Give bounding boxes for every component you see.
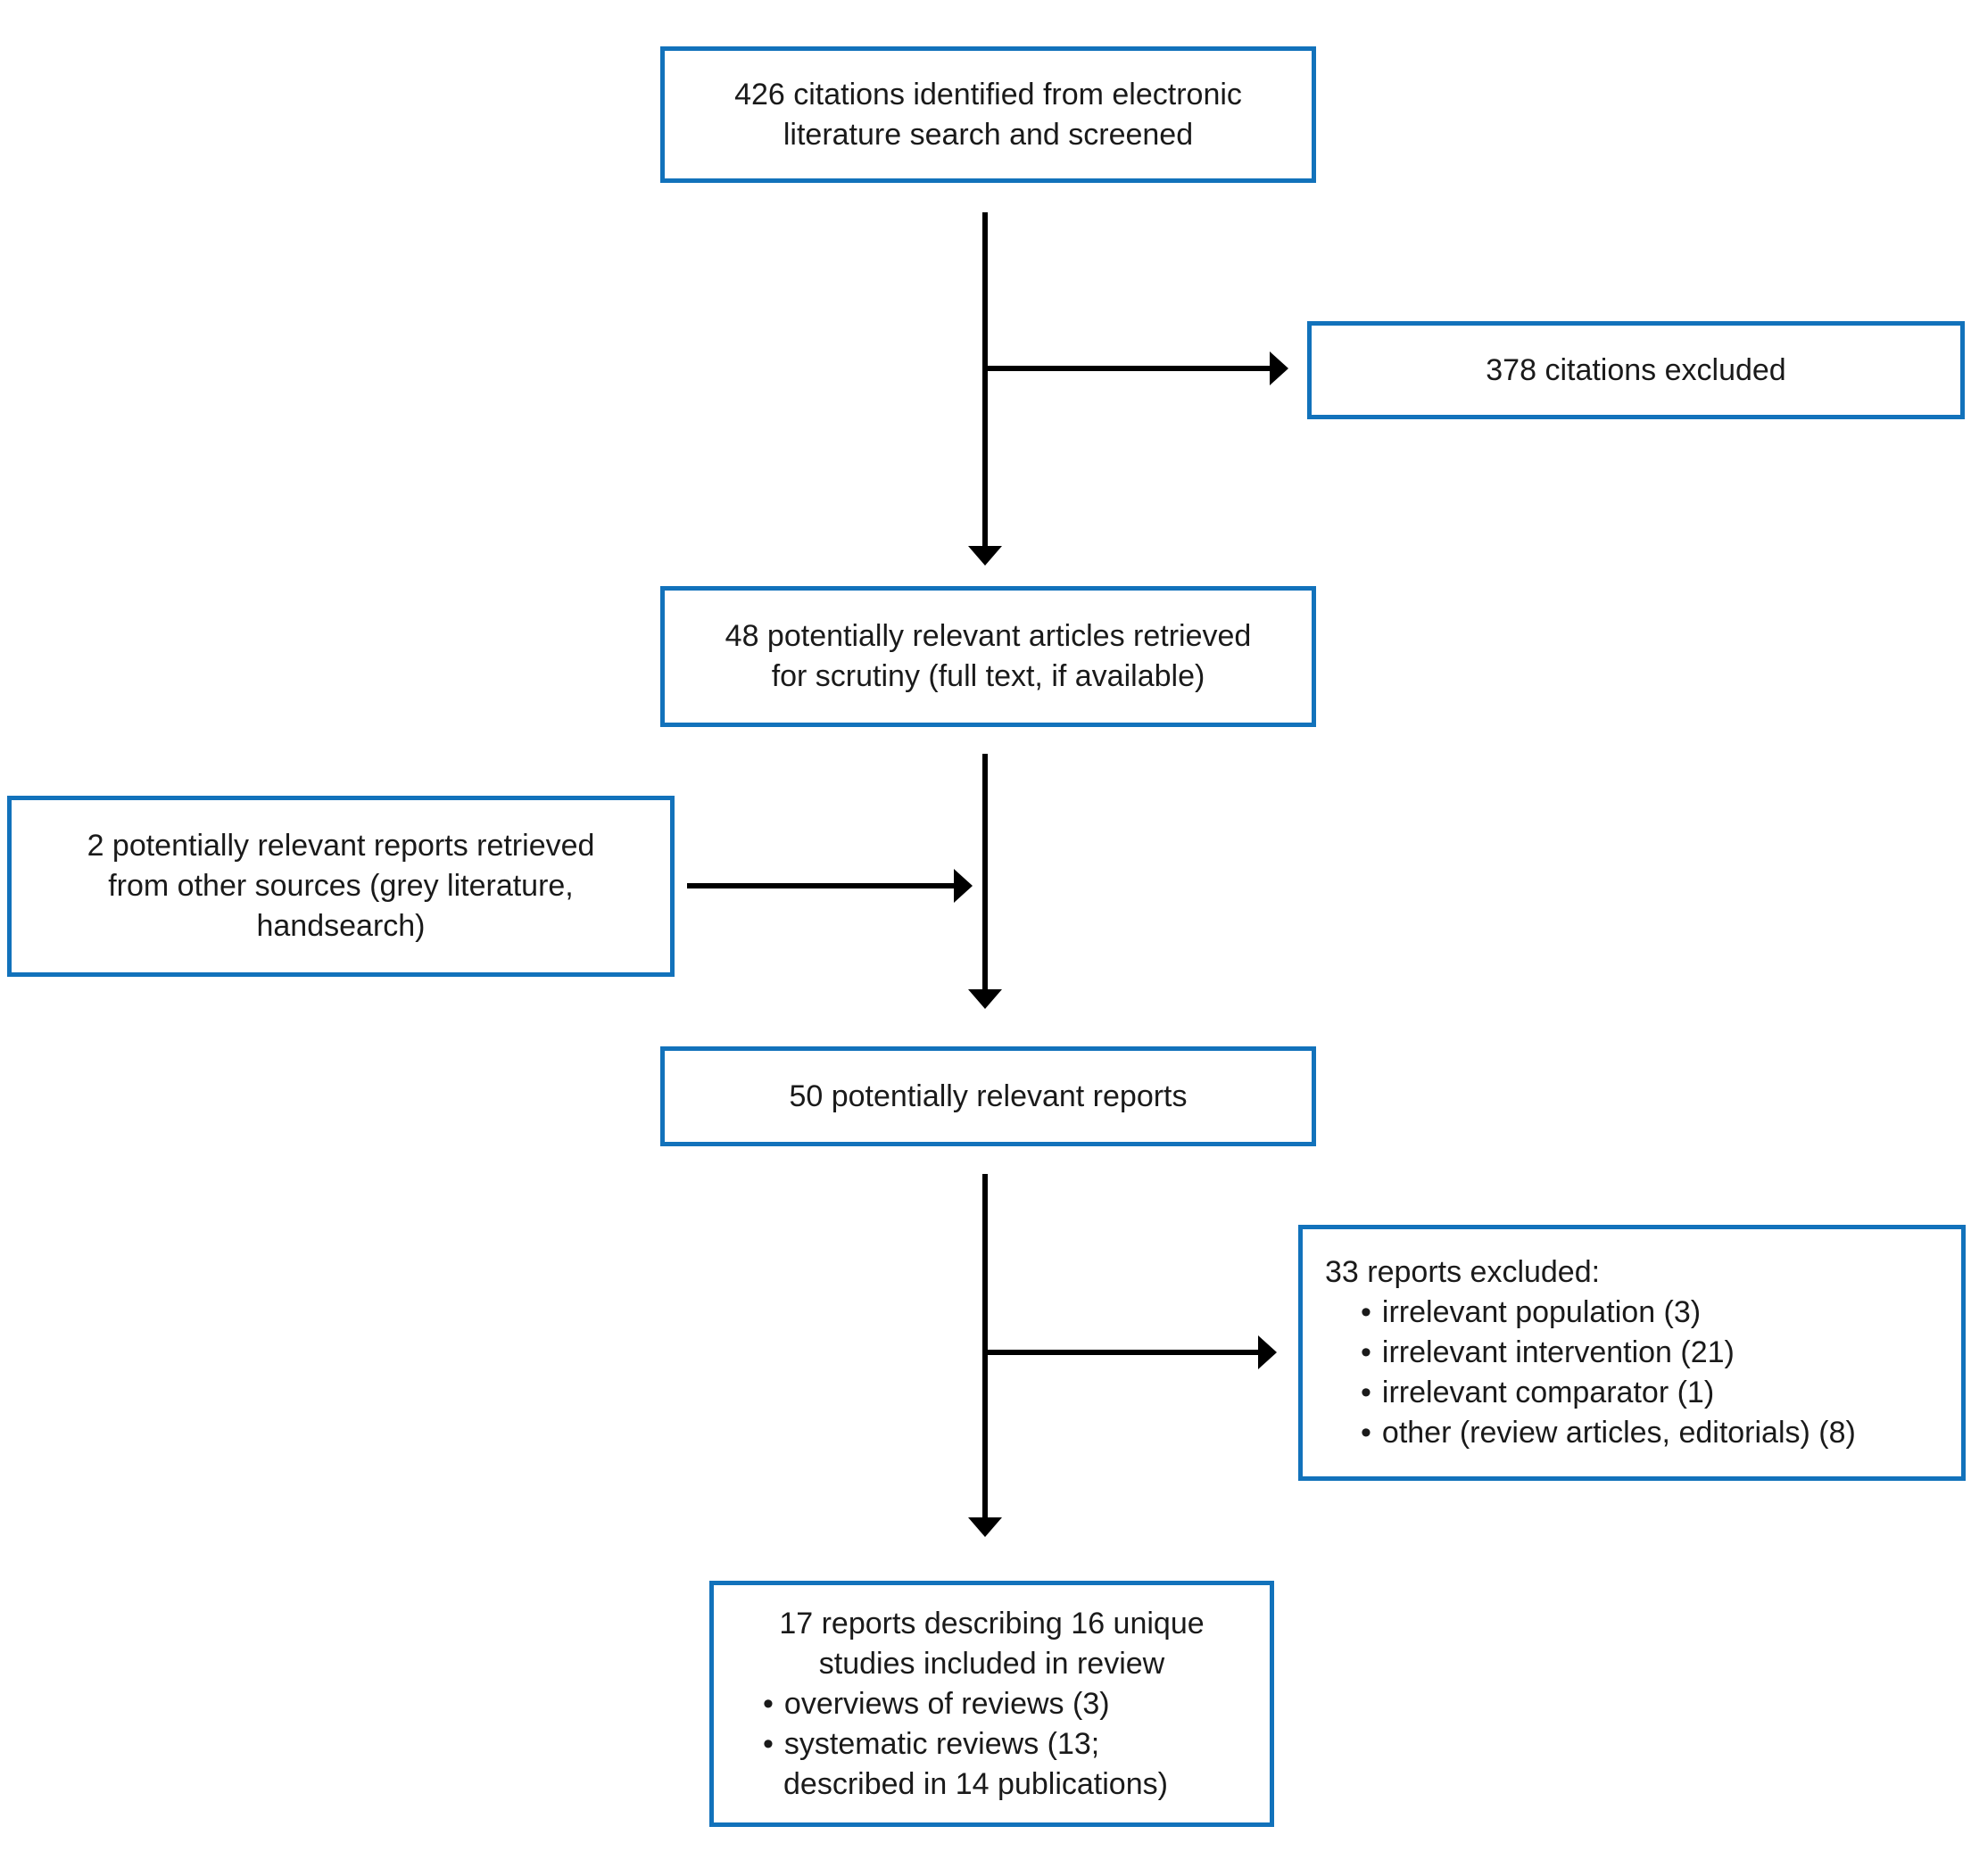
arrow-reports-to-included — [968, 1174, 1002, 1537]
exclusion-reason-text: irrelevant comparator (1) — [1381, 1376, 1715, 1409]
included-type-item: • overviews of reviews (3) — [763, 1684, 1110, 1724]
box-text-line: 378 citations excluded — [1486, 352, 1786, 387]
bullet-glyph: • — [1361, 1376, 1371, 1409]
box-other-sources: 2 potentially relevant reports retrieved… — [7, 796, 675, 977]
bullet-glyph: • — [1361, 1416, 1371, 1450]
box-relevant-reports: 50 potentially relevant reports — [660, 1046, 1316, 1146]
arrow-retrieved-to-reports — [968, 754, 1002, 1009]
box-included-studies: 17 reports describing 16 unique studies … — [709, 1581, 1274, 1827]
box-text-line: 17 reports describing 16 unique — [779, 1606, 1205, 1640]
box-citations-excluded: 378 citations excluded — [1307, 321, 1965, 419]
box-text-line: 50 potentially relevant reports — [789, 1078, 1188, 1113]
bullet-glyph: • — [763, 1726, 774, 1761]
bullet-glyph: • — [1361, 1295, 1371, 1329]
box-text-line: 2 potentially relevant reports retrieved — [87, 829, 595, 863]
exclusion-reason-text: other (review articles, editorials) (8) — [1381, 1416, 1856, 1450]
arrow-to-reports-excluded — [985, 1335, 1277, 1369]
bullet-glyph: • — [1361, 1335, 1371, 1369]
box-text-line: handsearch) — [256, 909, 426, 943]
box-text-line: literature search and screened — [783, 117, 1194, 152]
included-type-text: systematic reviews (13; — [783, 1726, 1100, 1761]
exclusion-reason-text: irrelevant intervention (21) — [1381, 1335, 1735, 1369]
bullet-glyph: • — [763, 1686, 774, 1721]
box-text-line: 426 citations identified from electronic — [734, 77, 1242, 112]
box-text-line: studies included in review — [818, 1646, 1165, 1681]
arrow-to-citations-excluded — [985, 351, 1288, 385]
box-text-line: 33 reports excluded: — [1325, 1255, 1601, 1289]
included-type-item: • systematic reviews (13; — [763, 1724, 1099, 1764]
box-articles-retrieved: 48 potentially relevant articles retriev… — [660, 586, 1316, 727]
box-text-line: from other sources (grey literature, — [108, 869, 574, 903]
arrow-other-sources-to-flow — [687, 869, 973, 903]
exclusion-reason-text: irrelevant population (3) — [1381, 1295, 1702, 1329]
box-text-line: 48 potentially relevant articles retriev… — [725, 619, 1252, 653]
exclusion-reason-item: • irrelevant intervention (21) — [1361, 1333, 1735, 1373]
exclusion-reason-item: • other (review articles, editorials) (8) — [1361, 1413, 1856, 1453]
included-type-continuation: described in 14 publications) — [783, 1766, 1168, 1801]
arrow-screened-to-retrieved — [968, 212, 1002, 566]
box-text-line: for scrutiny (full text, if available) — [771, 659, 1205, 693]
exclusion-reason-item: • irrelevant population (3) — [1361, 1293, 1701, 1333]
box-reports-excluded: 33 reports excluded: • irrelevant populat… — [1298, 1225, 1966, 1481]
exclusion-reason-item: • irrelevant comparator (1) — [1361, 1373, 1714, 1413]
box-citations-identified: 426 citations identified from electronic… — [660, 46, 1316, 183]
included-type-text: overviews of reviews (3) — [783, 1686, 1110, 1721]
